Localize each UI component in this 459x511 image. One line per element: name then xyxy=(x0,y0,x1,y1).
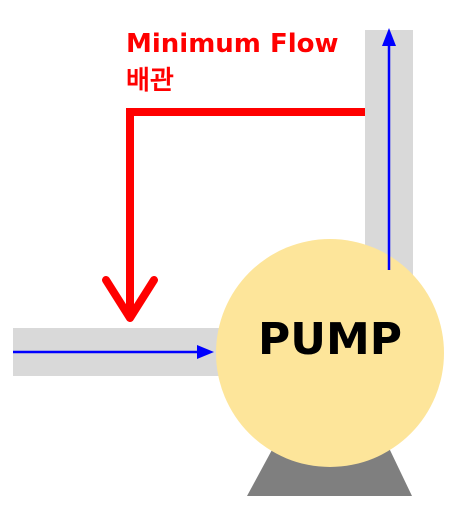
pump-body xyxy=(216,239,444,467)
minimum-flow-line xyxy=(102,108,365,322)
suction-flow-arrow xyxy=(13,345,214,359)
minimum-flow-label-korean: 배관 xyxy=(126,66,174,96)
pump-base xyxy=(247,448,412,496)
discharge-flow-arrow xyxy=(382,28,396,270)
minimum-flow-label: Minimum Flow xyxy=(126,29,339,59)
pump-label: PUMP xyxy=(257,314,402,365)
